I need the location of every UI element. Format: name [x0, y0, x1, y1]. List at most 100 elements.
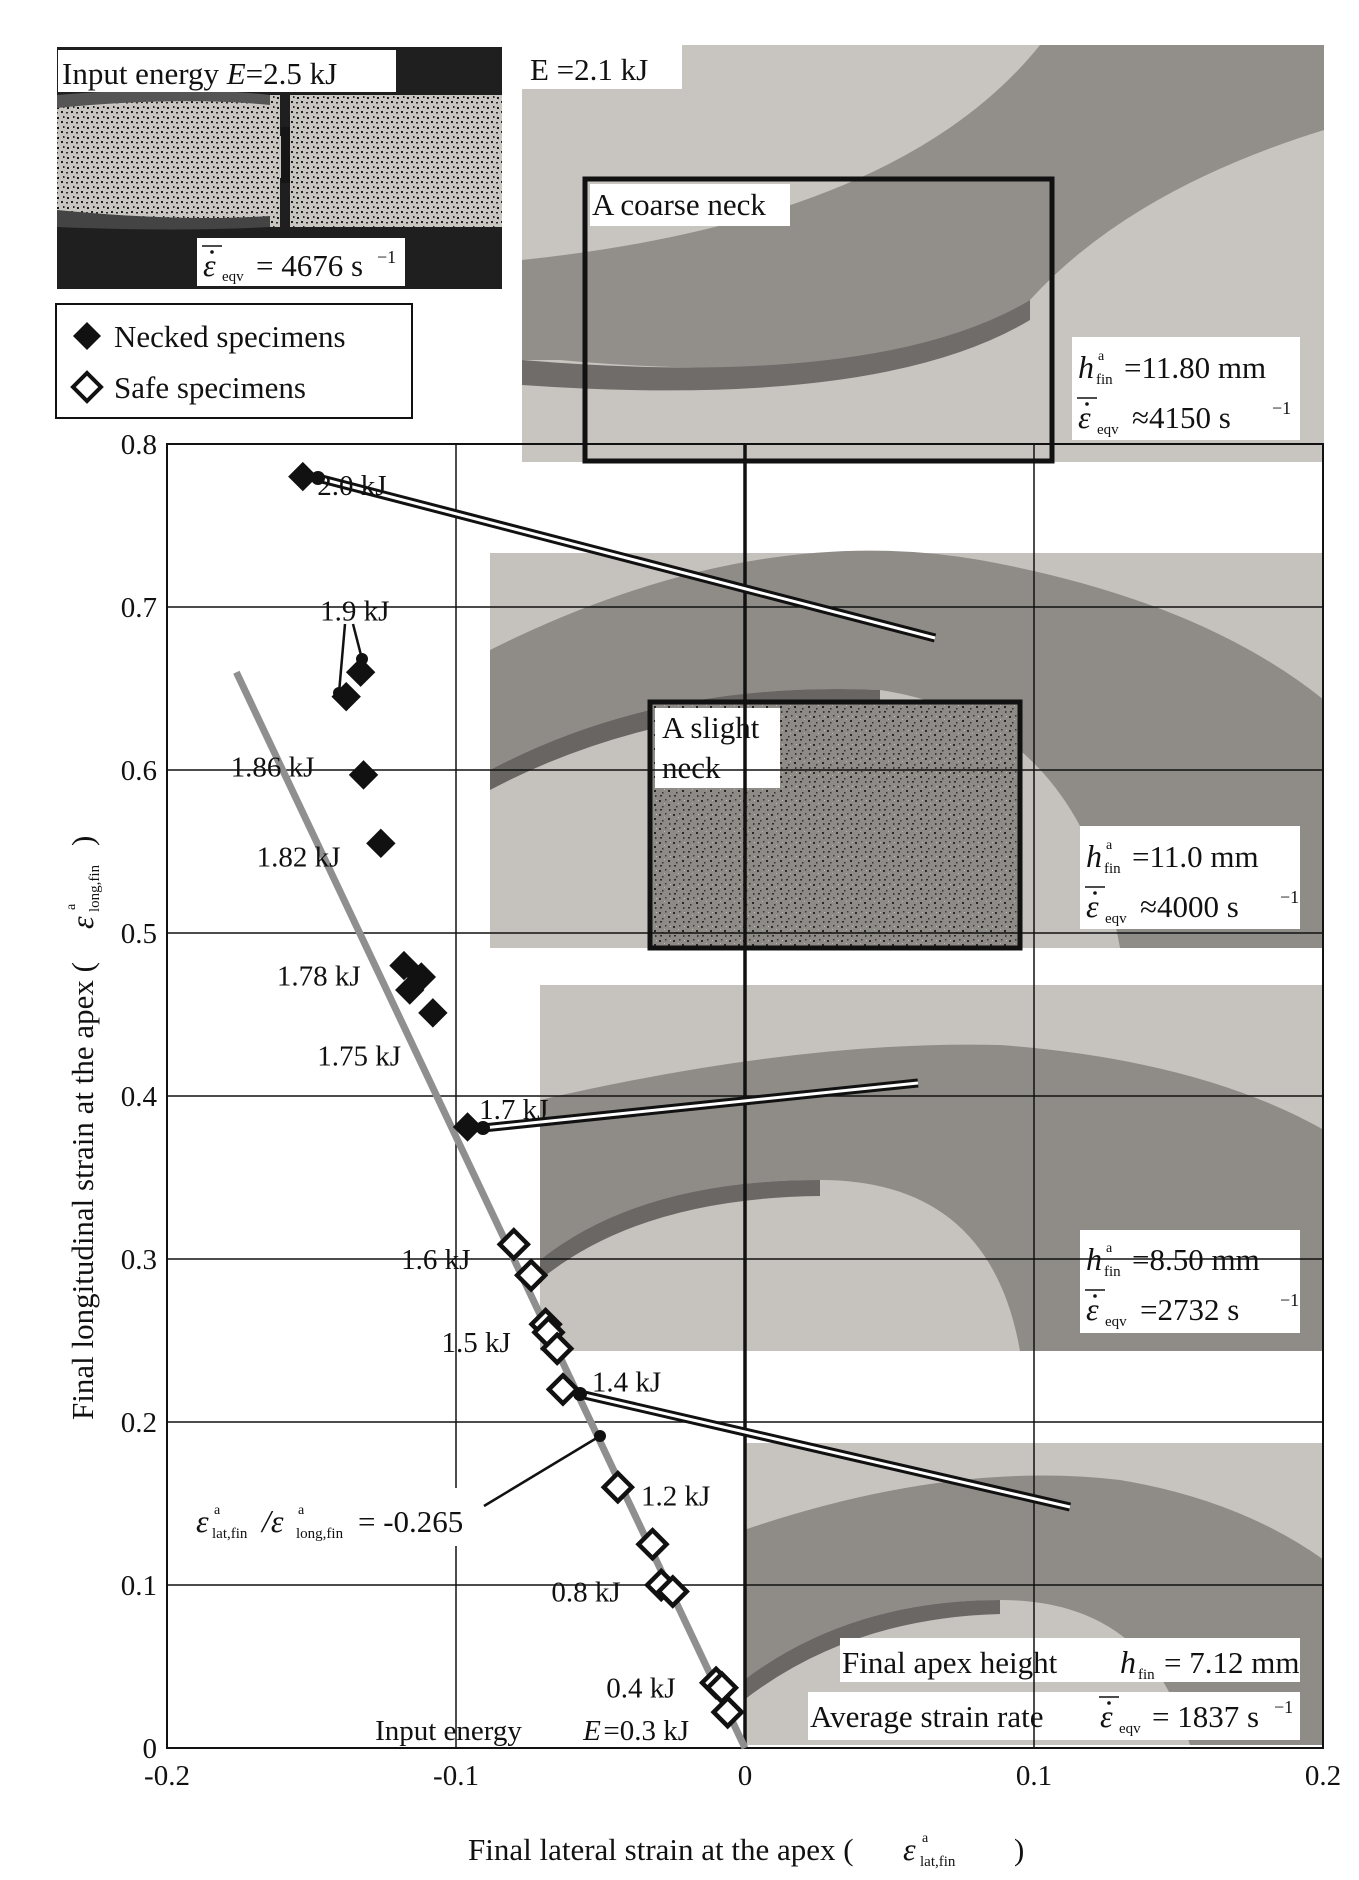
svg-text:): )	[1014, 1832, 1024, 1867]
point-label: 2.0 kJ	[317, 470, 386, 502]
y-tick-label: 0.8	[121, 429, 157, 461]
svg-text:eqv: eqv	[1105, 911, 1127, 927]
svg-text:eqv: eqv	[222, 269, 244, 285]
svg-text:≈4000 s: ≈4000 s	[1140, 889, 1239, 924]
necked-point	[331, 681, 361, 712]
y-tick-label: 0	[143, 1733, 158, 1765]
y-tick-label: 0.2	[121, 1407, 157, 1439]
photo-top-left: Input energy E=2.5 kJ ε eqv = 4676 s −1	[57, 47, 502, 289]
point-labels: 2.0 kJ 1.9 kJ 1.86 kJ 1.82 kJ 1.78 kJ 1.75 kJ…	[231, 470, 711, 1747]
safe-point	[513, 1258, 549, 1293]
point-label: 0.8 kJ	[551, 1577, 620, 1609]
svg-text:lat,fin: lat,fin	[920, 1854, 956, 1870]
point-label: 1.78 kJ	[277, 960, 361, 992]
necked-point	[348, 760, 379, 790]
safe-point	[655, 1574, 690, 1609]
safe-point	[545, 1372, 581, 1407]
point-label: 1.9 kJ	[320, 595, 389, 627]
svg-text:a: a	[298, 1503, 305, 1518]
x-tick-label: -0.2	[144, 1760, 190, 1792]
svg-text:= -0.265: = -0.265	[358, 1504, 463, 1539]
svg-text:ε: ε	[1086, 888, 1099, 924]
photo-top-right-height: h a fin =11.80 mm	[1078, 349, 1266, 388]
legend-necked-marker	[73, 322, 101, 350]
point-label: 1.2 kJ	[641, 1480, 710, 1512]
x-tick-label: 0	[738, 1760, 753, 1792]
svg-text:a: a	[1098, 349, 1105, 364]
svg-text:ε: ε	[1078, 399, 1091, 435]
point-label: 1.82 kJ	[257, 841, 341, 873]
y-tick-label: 0.1	[121, 1570, 157, 1602]
svg-text:−1: −1	[377, 247, 396, 267]
svg-text:a: a	[1106, 1241, 1113, 1256]
safe-point	[496, 1227, 531, 1262]
y-tick-label: 0.7	[121, 592, 157, 624]
safe-point	[635, 1527, 670, 1562]
point-label: 1.7 kJ	[479, 1094, 548, 1126]
photo-lower: h a fin =8.50 mm ε eqv =2732 s −1	[540, 985, 1324, 1351]
legend-necked-label: Necked specimens	[114, 319, 346, 354]
y-axis-title: Final longitudinal strain at the apex ( …	[64, 836, 103, 1420]
legend-safe-label: Safe specimens	[114, 370, 306, 405]
svg-text:fin: fin	[1096, 372, 1113, 388]
necked-point	[418, 998, 448, 1028]
svg-text:fin: fin	[1104, 861, 1121, 877]
svg-text:= 4676 s: = 4676 s	[256, 248, 363, 283]
photo-top-right: E =2.1 kJ A coarse neck h a fin =11.80 m…	[522, 45, 1324, 464]
svg-text:/ε: /ε	[260, 1503, 284, 1539]
svg-text:ε: ε	[903, 1831, 916, 1867]
photo-top-right-inset-label: A coarse neck	[592, 187, 766, 222]
photo-middle: A slight neck h a fin =11.0 mm ε eqv ≈40…	[490, 550, 1324, 951]
svg-text:Final lateral strain at the ap: Final lateral strain at the apex (	[468, 1832, 854, 1867]
svg-text:Final apex height: Final apex height	[842, 1645, 1058, 1680]
svg-text:ε: ε	[196, 1503, 209, 1539]
svg-text:Average strain rate: Average strain rate	[810, 1699, 1044, 1734]
necked-point	[366, 828, 396, 859]
svg-text:ε: ε	[64, 916, 100, 929]
photo-top-right-title: E =2.1 kJ	[530, 52, 648, 87]
svg-text:−1: −1	[1274, 1697, 1293, 1717]
photo-middle-rate: ε eqv ≈4000 s −1	[1085, 886, 1299, 927]
svg-text:a: a	[64, 903, 79, 910]
photo-bottom-height: Final apex height h fin = 7.12 mm	[842, 1644, 1299, 1683]
svg-text:long,fin: long,fin	[87, 864, 103, 912]
photo-lower-rate: ε eqv =2732 s −1	[1085, 1289, 1299, 1330]
svg-text:= 1837 s: = 1837 s	[1152, 1699, 1259, 1734]
point-label: 1.86 kJ	[231, 752, 315, 784]
x-tick-label: 0.1	[1016, 1760, 1052, 1792]
point-label: 0.4 kJ	[606, 1673, 675, 1705]
necked-point	[406, 962, 437, 992]
svg-text:h: h	[1086, 838, 1102, 874]
photo-top-left-title: Input energy E=2.5 kJ	[62, 56, 337, 91]
svg-text:ε: ε	[203, 247, 216, 283]
y-tick-label: 0.6	[121, 755, 157, 787]
point-label: 1.4 kJ	[592, 1366, 661, 1398]
photo-middle-height: h a fin =11.0 mm	[1086, 838, 1259, 877]
necked-point	[345, 657, 376, 687]
svg-text:eqv: eqv	[1097, 422, 1119, 438]
photo-top-right-rate: ε eqv ≈4150 s −1	[1077, 397, 1291, 438]
svg-text:a: a	[922, 1831, 929, 1846]
svg-text:−1: −1	[1280, 887, 1299, 907]
trend-line	[233, 670, 749, 1750]
svg-text:= 7.12 mm: = 7.12 mm	[1164, 1645, 1299, 1680]
safe-point	[539, 1331, 575, 1366]
point-label: 1.6 kJ	[401, 1244, 470, 1276]
svg-text:a: a	[1106, 838, 1113, 853]
svg-text:fin: fin	[1138, 1667, 1155, 1683]
svg-text:=11.0 mm: =11.0 mm	[1132, 839, 1259, 874]
svg-text:ε: ε	[1100, 1698, 1113, 1734]
trend-line-path	[233, 670, 749, 1750]
y-tick-label: 0.3	[121, 1244, 157, 1276]
svg-text:h: h	[1120, 1644, 1136, 1680]
y-tick-label: 0.5	[121, 918, 157, 950]
necked-point	[389, 950, 419, 981]
safe-point	[600, 1470, 636, 1505]
x-axis-title: Final lateral strain at the apex ( ε a l…	[468, 1831, 1024, 1870]
svg-text:ε: ε	[1086, 1291, 1099, 1327]
point-label: Input energy	[375, 1715, 522, 1747]
y-tick-label: 0.4	[121, 1081, 158, 1113]
point-label: =0.3 kJ	[603, 1715, 689, 1747]
point-label: 1.75 kJ	[317, 1040, 401, 1072]
